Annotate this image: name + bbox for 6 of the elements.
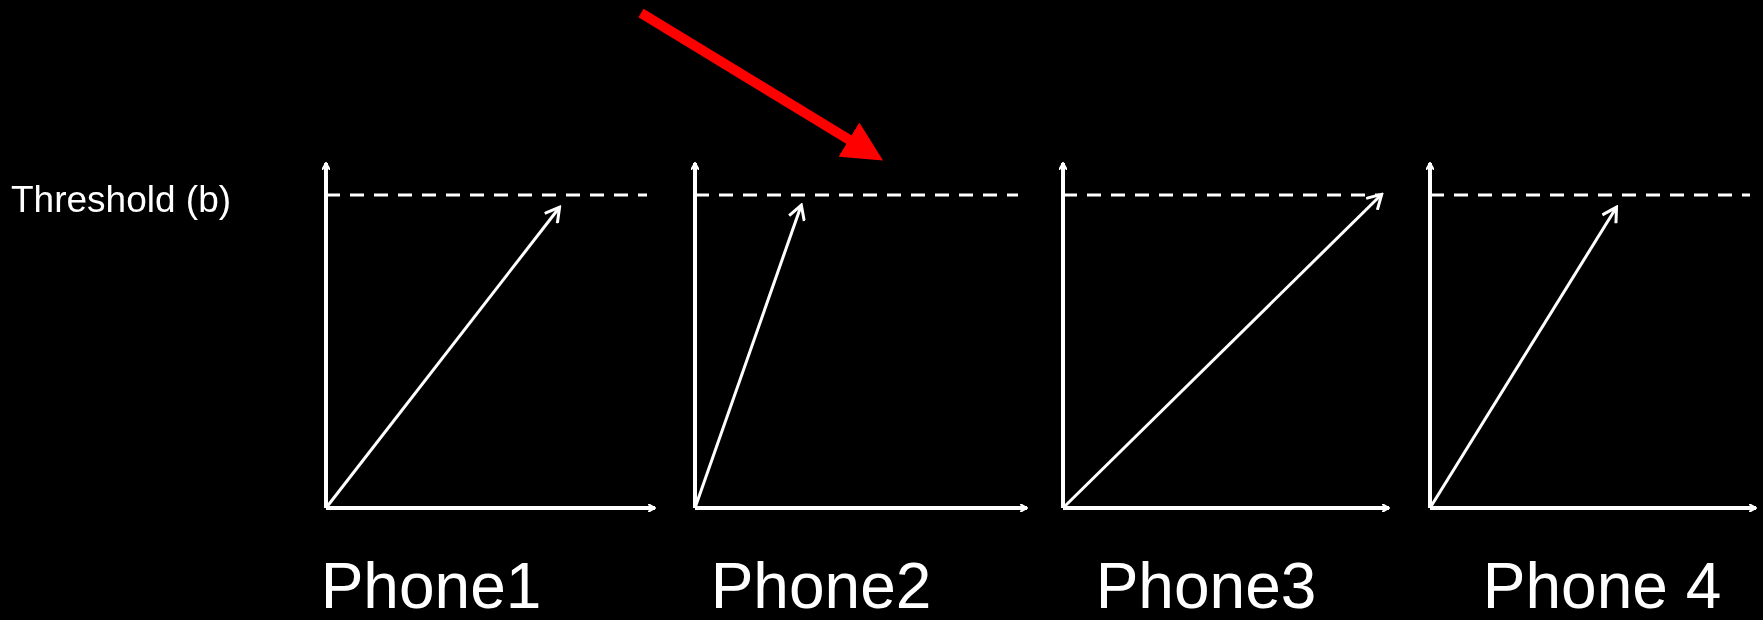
arrow bbox=[638, 8, 884, 161]
panel-label: Phone3 bbox=[1095, 550, 1317, 620]
panel-label: Phone 4 bbox=[1482, 550, 1722, 620]
panel-label: Phone2 bbox=[710, 550, 932, 620]
panel-label: Phone1 bbox=[320, 550, 542, 620]
threshold-label: Threshold (b) bbox=[11, 178, 232, 222]
